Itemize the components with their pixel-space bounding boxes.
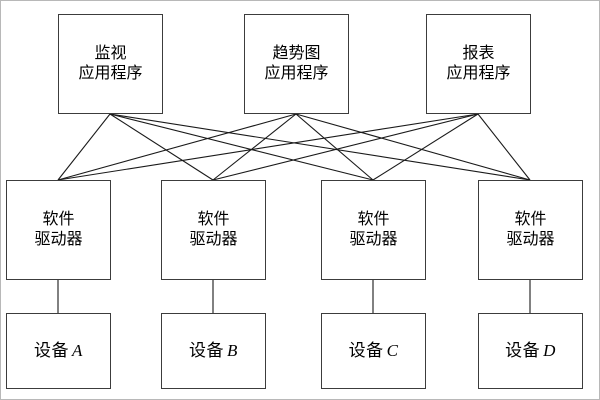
edge-app0-driver2 bbox=[109, 113, 374, 181]
device-box-c-letter: C bbox=[386, 340, 399, 360]
edge-app1-driver0 bbox=[57, 113, 297, 181]
app-box-monitor-line2: 应用程序 bbox=[78, 65, 143, 82]
app-box-trend-line1: 趋势图 bbox=[272, 45, 321, 63]
edge-app2-driver2 bbox=[372, 113, 479, 181]
driver-box-c-line1: 软件 bbox=[357, 211, 390, 229]
edge-app2-driver3 bbox=[477, 113, 531, 181]
driver-box-a-line1: 软件 bbox=[42, 211, 75, 229]
edge-app1-driver1 bbox=[212, 113, 297, 181]
edge-app0-driver0 bbox=[57, 113, 111, 181]
driver-box-c[interactable]: 软件 驱动器 bbox=[321, 180, 426, 280]
edge-app0-driver3 bbox=[109, 113, 531, 181]
driver-box-b-line2: 驱动器 bbox=[189, 231, 238, 248]
edge-app2-driver0 bbox=[57, 113, 479, 181]
device-box-a-letter: A bbox=[72, 340, 83, 360]
app-box-trend-line2: 应用程序 bbox=[264, 65, 329, 82]
app-box-report-line1: 报表 bbox=[462, 45, 495, 63]
app-box-trend[interactable]: 趋势图 应用程序 bbox=[244, 14, 349, 114]
edge-app1-driver2 bbox=[295, 113, 374, 181]
driver-box-d-line1: 软件 bbox=[514, 211, 547, 229]
driver-box-b[interactable]: 软件 驱动器 bbox=[161, 180, 266, 280]
device-box-d-letter: D bbox=[543, 340, 556, 360]
edge-app2-driver1 bbox=[212, 113, 479, 181]
device-box-b-letter: B bbox=[227, 340, 238, 360]
edge-app0-driver1 bbox=[109, 113, 214, 181]
app-box-report[interactable]: 报表 应用程序 bbox=[426, 14, 531, 114]
driver-box-b-line1: 软件 bbox=[197, 211, 230, 229]
driver-box-a[interactable]: 软件 驱动器 bbox=[6, 180, 111, 280]
driver-box-c-line2: 驱动器 bbox=[349, 231, 398, 248]
app-box-monitor[interactable]: 监视 应用程序 bbox=[58, 14, 163, 114]
edge-app1-driver3 bbox=[295, 113, 531, 181]
app-box-monitor-line1: 监视 bbox=[94, 45, 127, 63]
driver-box-d[interactable]: 软件 驱动器 bbox=[478, 180, 583, 280]
driver-box-a-line2: 驱动器 bbox=[34, 231, 83, 248]
driver-box-d-line2: 驱动器 bbox=[506, 231, 555, 248]
app-box-report-line2: 应用程序 bbox=[446, 65, 511, 82]
